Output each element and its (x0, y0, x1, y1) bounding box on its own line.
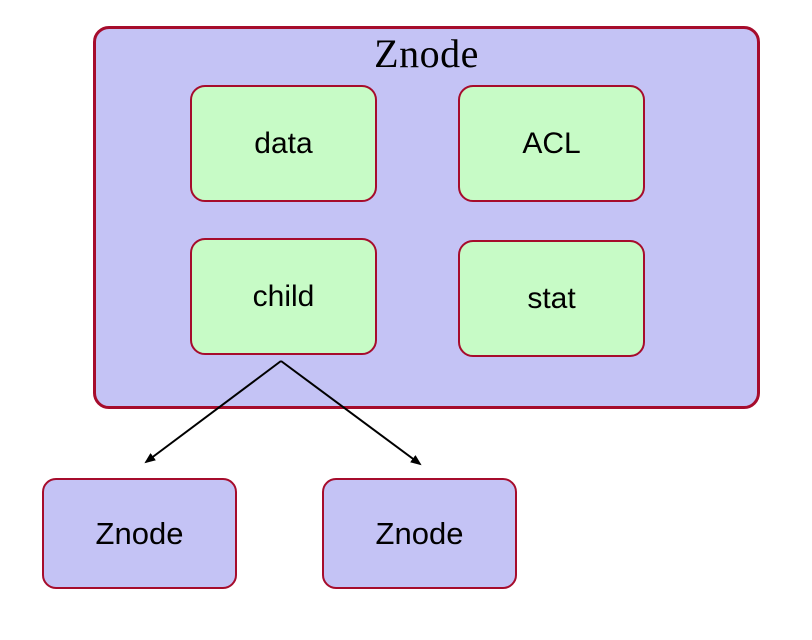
child-znode-box-left: Znode (42, 478, 237, 589)
parent-znode-box (93, 26, 760, 409)
field-box-data: data (190, 85, 377, 202)
parent-znode-title: Znode (374, 31, 479, 76)
field-box-stat: stat (458, 240, 645, 357)
field-box-acl: ACL (458, 85, 645, 202)
field-box-child: child (190, 238, 377, 355)
child-znode-box-right: Znode (322, 478, 517, 589)
